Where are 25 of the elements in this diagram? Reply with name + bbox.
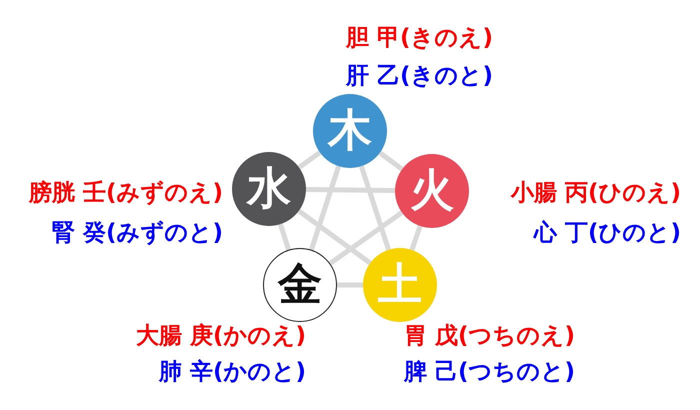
connector-line [359,165,391,251]
organ-stem-label: 胃 戊(つちのえ) [404,323,576,349]
organ-stem-label: 胆 甲(きのえ) [346,25,494,51]
connector-line [278,223,291,251]
organ-stem-label: 小腸 丙(ひのえ) [510,180,681,206]
organ-stem-label: 肝 乙(きのと) [346,63,494,89]
organ-stem-label: 大腸 庚(かのえ) [136,323,306,349]
element-circle: 土 [363,248,437,322]
connector-line [410,225,422,251]
connector-line [298,150,322,170]
element-circle: 水 [232,152,306,226]
organ-stem-label: 肺 辛(かのと) [158,359,306,385]
connector-line [309,165,341,251]
connector-line [306,187,396,193]
element-circle: 木 [313,94,387,168]
organ-stem-label: 膀胱 壬(みずのえ) [28,180,223,206]
element-circle: 火 [395,154,469,228]
organ-stem-label: 腎 癸(みずのと) [52,220,223,246]
connector-line [337,282,363,288]
organ-stem-label: 脾 己(つちのと) [404,359,576,385]
connector-line [297,208,372,266]
organ-stem-label: 心 丁(ひのと) [534,220,681,246]
connector-line [378,150,404,172]
element-circle: 金 [263,248,337,322]
connector-line [328,210,404,266]
